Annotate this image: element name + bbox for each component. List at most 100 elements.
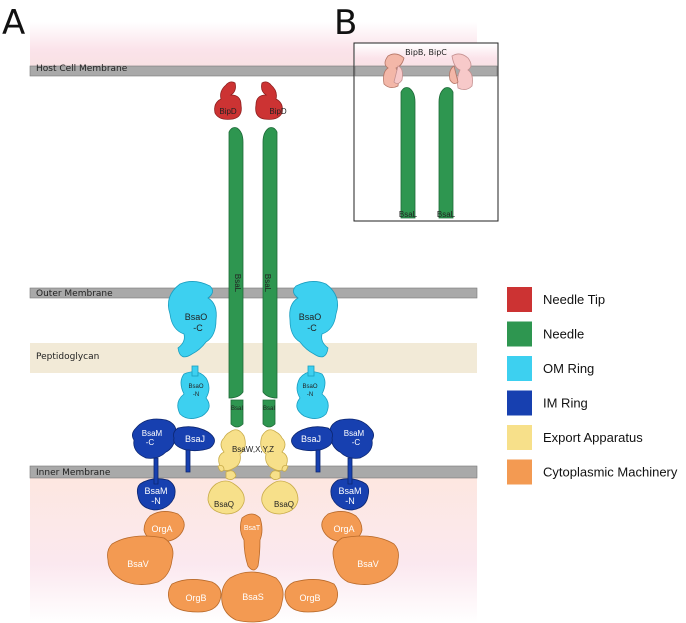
bsam-c-right: [329, 418, 374, 459]
legend-label: OM Ring: [543, 361, 594, 376]
orga-right-label: OrgA: [333, 524, 354, 534]
peptidoglycan-label: Peptidoglycan: [36, 352, 99, 362]
bsal-needle-left: [228, 127, 244, 399]
bsam-n-left: [136, 478, 176, 511]
export-apparatus-knobs-left: [217, 465, 237, 480]
legend-swatch: [507, 425, 532, 450]
bsao-c-right-label-2: -C: [307, 323, 317, 333]
bsav-right-label: BsaV: [357, 559, 379, 569]
panel-b-host-region: [355, 44, 497, 68]
bsal-needle-right: [262, 127, 278, 399]
bsai-rod-left: [230, 399, 244, 428]
panel-b-needle-right: [438, 87, 454, 219]
export-apparatus-label: BsaW,X,Y,Z: [232, 445, 274, 454]
orgb-left-label: OrgB: [185, 593, 206, 603]
bipc-right-inner: [449, 65, 459, 84]
inner-membrane-label: Inner Membrane: [36, 468, 111, 478]
bipd-left-label: BipD: [219, 107, 237, 116]
bsao-n-right-label-1: BsaO: [302, 384, 317, 390]
bsat: [240, 513, 263, 571]
export-apparatus-knobs-right: [269, 465, 289, 480]
bipd-right: [255, 81, 283, 120]
bsai-rod-right: [262, 399, 276, 428]
panel-b-needle-label-right: BsaL: [437, 210, 456, 219]
bsav-left: [107, 535, 174, 585]
orga-right: [321, 511, 363, 543]
panel-b-tip-label: BipB, BipC: [405, 48, 447, 57]
bsao-n-right: [296, 371, 329, 419]
peptidoglycan-layer: [30, 343, 477, 373]
bsam-n-left-label-1: BsaM: [144, 486, 167, 496]
legend-swatch: [507, 356, 532, 381]
bsam-c-right-label-2: -C: [352, 438, 361, 447]
orgb-right: [284, 579, 338, 613]
bipd-right-label: BipD: [269, 107, 287, 116]
bsao-c-right-label-1: BsaO: [299, 312, 322, 322]
orga-left: [143, 511, 185, 543]
legend-swatch: [507, 390, 532, 416]
panel-b-needle-label-left: BsaL: [399, 210, 418, 219]
bipb-left-inner: [393, 65, 403, 84]
panel-b-membrane: [354, 65, 498, 77]
legend-label: Needle: [543, 327, 584, 342]
bsao-c-left: [167, 281, 217, 358]
bsai-label-right: BsaI: [263, 406, 275, 412]
bipb-left-shape: [383, 53, 405, 88]
bsav-right: [332, 535, 399, 585]
bsav-left-label: BsaV: [127, 559, 149, 569]
bsao-c-left-label-1: BsaO: [185, 312, 208, 322]
bsam-c-left: [132, 418, 177, 459]
bsas-label: BsaS: [242, 592, 264, 602]
legend-swatch: [507, 459, 532, 485]
orga-left-label: OrgA: [151, 524, 172, 534]
bsao-neck-right: [307, 365, 315, 377]
bsaj-left: [173, 426, 215, 452]
legend-label: Cytoplasmic Machinery: [543, 465, 678, 480]
bsam-n-right: [330, 478, 370, 511]
im-linker-right: [315, 449, 353, 485]
panel-a-letter: A: [2, 3, 25, 43]
export-apparatus-right: [260, 429, 288, 471]
bsaq-left-label: BsaQ: [214, 500, 234, 509]
legend-label: Needle Tip: [543, 292, 605, 307]
bipc-right-shape: [451, 53, 473, 90]
bsao-c-left-label-2: -C: [193, 323, 203, 333]
bsao-neck-left: [191, 365, 199, 377]
bsal-label-right: BsaL: [263, 274, 272, 293]
bsam-n-right-label-2: -N: [345, 496, 355, 506]
bsal-label-left: BsaL: [233, 274, 242, 293]
im-linker-left: [153, 449, 191, 485]
bsam-c-left-label-2: -C: [146, 438, 155, 447]
bsai-label-left: BsaI: [231, 406, 243, 412]
bsas: [221, 571, 284, 623]
panel-b-needle-left: [400, 87, 416, 219]
orgb-right-label: OrgB: [299, 593, 320, 603]
inner-membrane: [29, 465, 478, 479]
bsaj-right-label: BsaJ: [301, 434, 321, 444]
bsao-n-right-label-2: -N: [307, 392, 313, 398]
bsaq-left: [207, 480, 245, 515]
legend-swatch: [507, 321, 532, 347]
bsam-c-left-label-1: BsaM: [142, 429, 163, 438]
bsat-label: BsaT: [244, 525, 261, 532]
bsaq-right: [261, 480, 299, 515]
bsao-n-left-label-1: BsaO: [188, 384, 203, 390]
bsam-n-left-label-2: -N: [151, 496, 161, 506]
bipd-left: [214, 81, 242, 120]
orgb-left: [168, 579, 222, 613]
bsaj-left-label: BsaJ: [185, 434, 205, 444]
bsao-c-right: [289, 281, 339, 358]
bsaq-right-label: BsaQ: [274, 500, 294, 509]
outer-membrane-label: Outer Membrane: [36, 289, 113, 299]
host-membrane-label: Host Cell Membrane: [36, 64, 128, 74]
bsao-n-left-label-2: -N: [193, 392, 199, 398]
bsam-n-right-label-1: BsaM: [338, 486, 361, 496]
legend-label: IM Ring: [543, 396, 588, 411]
legend-label: Export Apparatus: [543, 430, 643, 445]
bsam-c-right-label-1: BsaM: [344, 429, 365, 438]
bsao-n-left: [177, 371, 210, 419]
legend-swatch: [507, 287, 532, 312]
export-apparatus-left: [218, 429, 246, 471]
